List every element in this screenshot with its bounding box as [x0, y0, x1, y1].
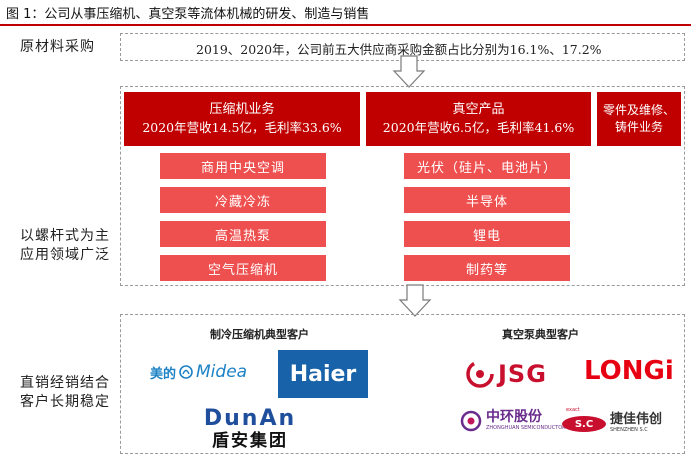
jiejia-emblem: exact S.C: [562, 407, 606, 434]
title-divider: [0, 24, 691, 26]
business-box: [120, 86, 685, 286]
vacuum-app-item: 光伏（硅片、电池片）: [404, 153, 570, 179]
vacuum-business-title: 真空产品: [452, 102, 505, 117]
compressor-app-item: 空气压缩机: [160, 255, 326, 281]
longi-logo-text: LONGi: [584, 356, 674, 386]
compressor-app-item: 冷藏冷冻: [160, 187, 326, 213]
compressor-app-item: 高温热泵: [160, 221, 326, 247]
zhonghuan-logo-en: ZHONGHUAN SEMICONDUCTOR: [486, 425, 566, 431]
dunan-logo-cn: 盾安集团: [212, 431, 288, 451]
midea-logo-en: Midea: [196, 362, 248, 382]
haier-logo: Haier: [278, 350, 368, 398]
compressor-business-box: 压缩机业务 2020年营收14.5亿，毛利率33.6%: [124, 92, 360, 146]
midea-emblem-icon: [179, 365, 193, 379]
jsg-logo-text: JSG: [498, 360, 547, 388]
application-label-line1: 以螺杆式为主: [20, 228, 110, 244]
compressor-app-item: 商用中央空调: [160, 153, 326, 179]
raw-material-label: 原材料采购: [20, 39, 95, 55]
down-arrow-icon: [392, 55, 426, 88]
vacuum-business-stats: 2020年营收6.5亿，毛利率41.6%: [382, 120, 575, 135]
jiejia-tagline: exact: [566, 407, 580, 413]
vacuum-app-item: 制药等: [404, 255, 570, 281]
compressor-business-stats: 2020年营收14.5亿，毛利率33.6%: [142, 120, 342, 135]
customers-label: 直销经销结合 客户长期稳定: [20, 374, 110, 412]
dunan-logo-en: DunAn: [203, 406, 297, 431]
jsg-emblem-icon: [466, 360, 494, 388]
application-label-line2: 应用领域广泛: [20, 247, 110, 263]
longi-logo: LONGi: [584, 356, 674, 386]
customers-label-line2: 客户长期稳定: [20, 394, 110, 410]
midea-logo-cn: 美的: [150, 366, 177, 382]
refrigeration-customers-title: 制冷压缩机典型客户: [210, 328, 309, 341]
vacuum-app-item: 锂电: [404, 221, 570, 247]
jiejia-logo-cn: 捷佳伟创: [610, 412, 663, 427]
jsg-logo: JSG: [466, 360, 547, 388]
raw-material-text: 2019、2020年，公司前五大供应商采购金额占比分别为16.1%、17.2%: [196, 42, 602, 57]
vacuum-business-box: 真空产品 2020年营收6.5亿，毛利率41.6%: [366, 92, 591, 146]
customers-label-line1: 直销经销结合: [20, 375, 110, 391]
zhonghuan-emblem-icon: [460, 410, 482, 432]
parts-business-line1: 零件及维修、: [602, 103, 675, 117]
vacuum-app-item: 半导体: [404, 187, 570, 213]
down-arrow-icon: [398, 284, 432, 317]
zhonghuan-logo: 中环股份 ZHONGHUAN SEMICONDUCTOR: [460, 410, 566, 432]
jiejia-logo-en: SHENZHEN S.C: [610, 427, 648, 433]
compressor-business-title: 压缩机业务: [209, 102, 275, 117]
vacuum-customers-title: 真空泵典型客户: [502, 328, 579, 341]
parts-business-line2: 铸件业务: [614, 120, 663, 134]
jiejia-logo: exact S.C 捷佳伟创 SHENZHEN S.C: [562, 407, 663, 434]
zhonghuan-logo-cn: 中环股份: [486, 409, 542, 425]
haier-logo-text: Haier: [289, 361, 357, 387]
dunan-logo: DunAn 盾安集团: [190, 408, 310, 452]
midea-logo: 美的 Midea: [150, 362, 247, 382]
application-label: 以螺杆式为主 应用领域广泛: [20, 227, 110, 265]
parts-business-box: 零件及维修、 铸件业务: [597, 92, 681, 146]
customers-box: [120, 314, 685, 454]
jiejia-mark-text: S.C: [574, 418, 594, 430]
figure-title: 图 1：公司从事压缩机、真空泵等流体机械的研发、制造与销售: [6, 7, 370, 22]
